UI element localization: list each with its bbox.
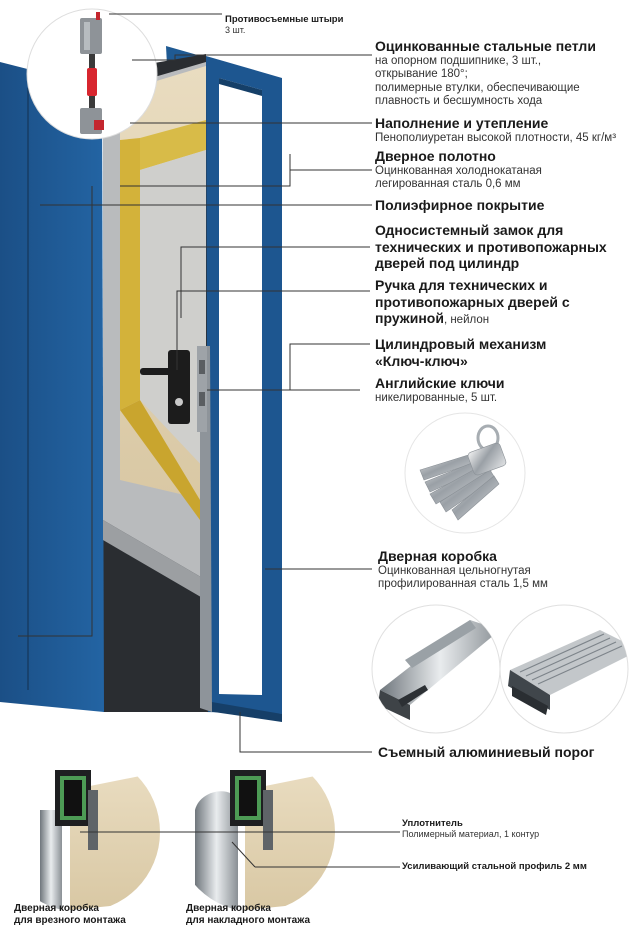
hinges-l2: открывание 180°; bbox=[375, 68, 468, 81]
hinges-l3: полимерные втулки, обеспечивающие bbox=[375, 81, 580, 94]
hinges-title: Оцинкованные стальные петли bbox=[375, 38, 596, 54]
cylinder-l2: «Ключ-ключ» bbox=[375, 352, 468, 369]
lock-l2: технических и противопожарных bbox=[375, 238, 607, 255]
leader-lines bbox=[18, 13, 400, 868]
frame-profile-icon bbox=[499, 604, 629, 734]
threshold-label: Съемный алюминиевый порог bbox=[378, 744, 594, 761]
leaf-l1: Оцинкованная холоднокатаная bbox=[375, 164, 542, 177]
keys-label: Английские ключи никелированные, 5 шт. bbox=[375, 375, 504, 405]
aluminum-threshold-icon bbox=[371, 604, 501, 734]
seal-title: Уплотнитель bbox=[402, 818, 463, 829]
frame-mortise-caption: Дверная коробка для врезного монтажа bbox=[14, 903, 126, 926]
seal-label: Уплотнитель Полимерный материал, 1 конту… bbox=[402, 818, 539, 840]
frame-l2: профилированная сталь 1,5 мм bbox=[378, 578, 548, 591]
pins-title: Противосъемные штыри bbox=[225, 14, 344, 25]
lock-and-handle bbox=[140, 346, 207, 432]
handle-l3b: , нейлон bbox=[443, 314, 490, 327]
cylinder-l1: Цилиндровый механизм bbox=[375, 336, 547, 352]
pins-label: Противосъемные штыри 3 шт. bbox=[225, 14, 343, 36]
door-key-icon bbox=[404, 412, 526, 534]
coating-label: Полиэфирное покрытие bbox=[375, 197, 544, 214]
leaf-l2: легированная сталь 0,6 мм bbox=[375, 178, 521, 191]
frame-overlay-l1: Дверная коробка bbox=[186, 903, 271, 914]
profile-label: Усиливающий стальной профиль 2 мм bbox=[402, 861, 587, 872]
frame-label: Дверная коробка Оцинкованная цельногнута… bbox=[378, 548, 548, 592]
filling-label: Наполнение и утепление Пенополиуретан вы… bbox=[375, 115, 616, 145]
frame-overlay-l2: для накладного монтажа bbox=[186, 914, 311, 926]
frame-mortise-l1: Дверная коробка bbox=[14, 903, 99, 914]
handle-l3: пружиной bbox=[375, 310, 444, 327]
frame-title: Дверная коробка bbox=[378, 548, 497, 564]
handle-label: Ручка для технических и противопожарных … bbox=[375, 277, 570, 329]
keys-sub: никелированные, 5 шт. bbox=[375, 391, 498, 404]
filling-sub: Пенополиуретан высокой плотности, 45 кг/… bbox=[375, 131, 617, 144]
door-leaf-open bbox=[0, 54, 212, 712]
keys-title: Английские ключи bbox=[375, 375, 505, 391]
leaf-title: Дверное полотно bbox=[375, 148, 496, 164]
frame-mortise-l2: для врезного монтажа bbox=[14, 914, 126, 926]
anti-removal-pin-icon bbox=[26, 8, 158, 140]
profile-title: Усиливающий стальной профиль 2 мм bbox=[402, 861, 587, 872]
leaf-label: Дверное полотно Оцинкованная холодноката… bbox=[375, 148, 542, 192]
lock-l3: дверей под цилиндр bbox=[375, 255, 520, 272]
seal-sub: Полимерный материал, 1 контур bbox=[402, 829, 540, 840]
handle-l2: противопожарных дверей с bbox=[375, 293, 570, 310]
coating-title: Полиэфирное покрытие bbox=[375, 197, 545, 213]
lock-label: Односистемный замок для технических и пр… bbox=[375, 222, 607, 272]
threshold-title: Съемный алюминиевый порог bbox=[378, 744, 595, 760]
hinges-label: Оцинкованные стальные петли на опорном п… bbox=[375, 38, 596, 109]
filling-title: Наполнение и утепление bbox=[375, 115, 549, 131]
lock-l1: Односистемный замок для bbox=[375, 222, 564, 238]
frame-overlay-caption: Дверная коробка для накладного монтажа bbox=[186, 903, 310, 926]
cylinder-label: Цилиндровый механизм «Ключ-ключ» bbox=[375, 336, 546, 369]
handle-l1: Ручка для технических и bbox=[375, 277, 548, 293]
pins-sub: 3 шт. bbox=[225, 25, 246, 36]
frame-l1: Оцинкованная цельногнутая bbox=[378, 564, 531, 577]
hinges-l4: плавность и бесшумность хода bbox=[375, 95, 543, 108]
hinges-l1: на опорном подшипнике, 3 шт., bbox=[375, 54, 542, 67]
